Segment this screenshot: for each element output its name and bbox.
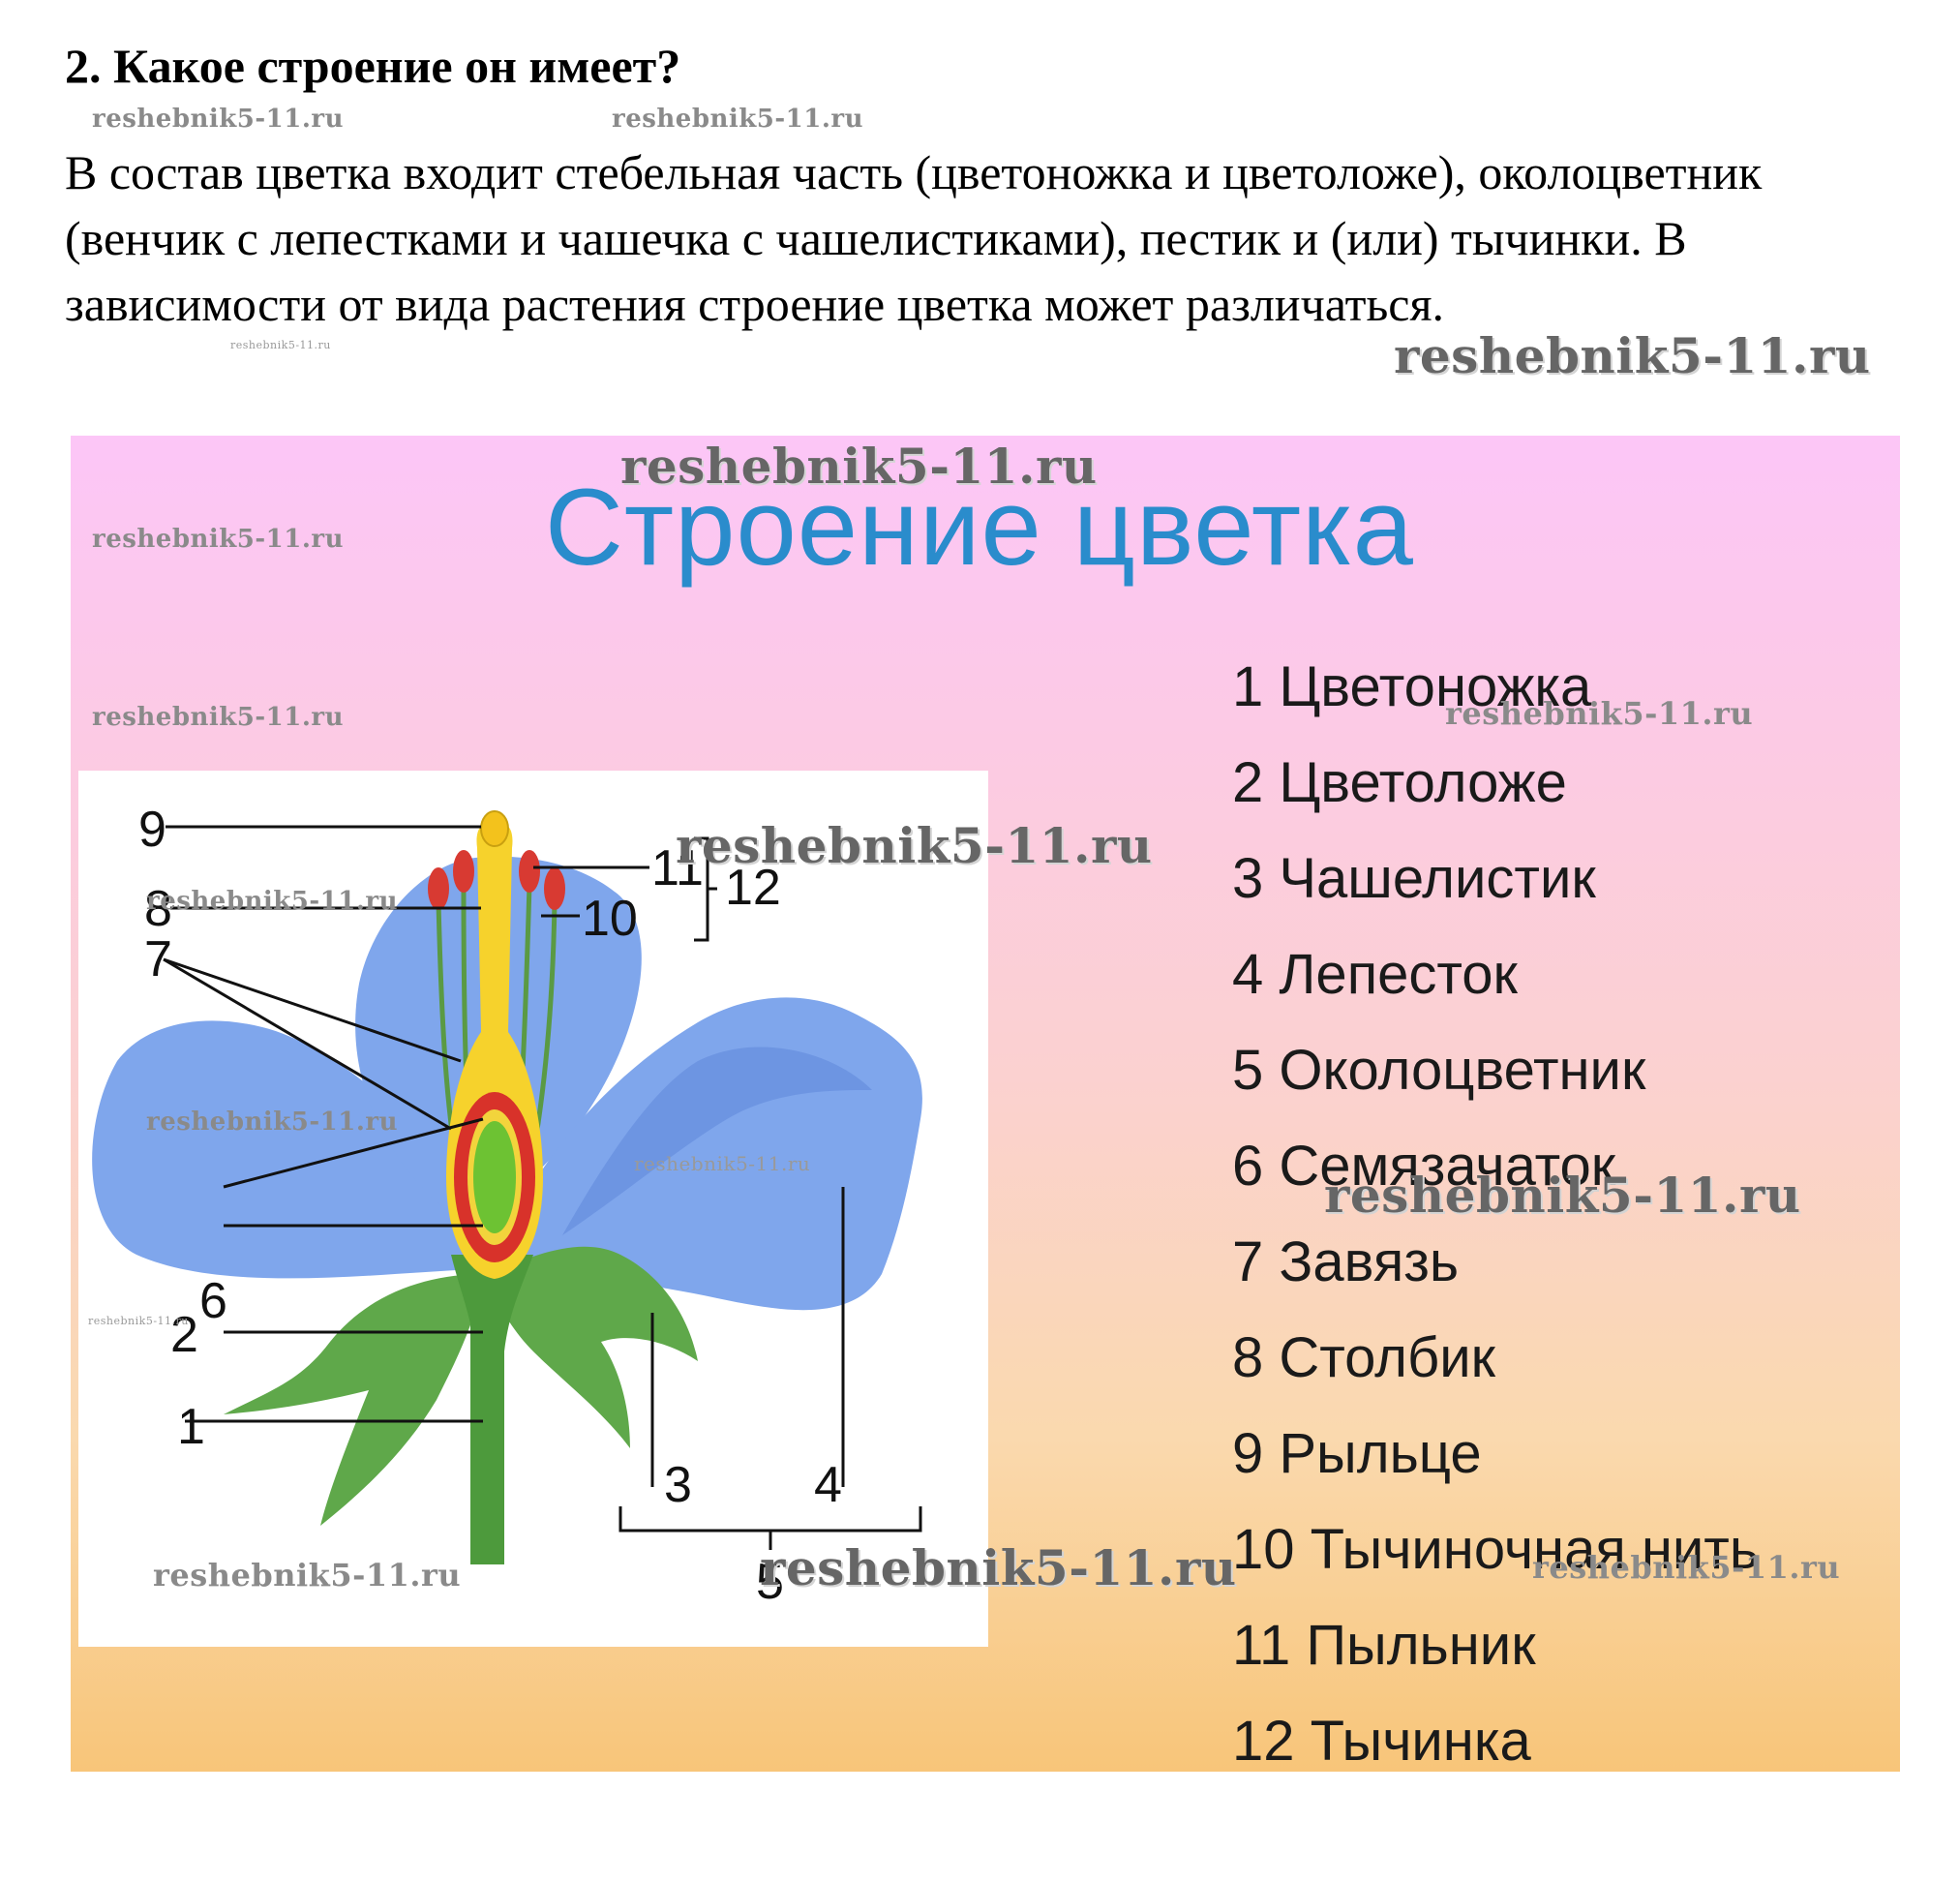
structure-legend: 1 Цветоножка 2 Цветоложе 3 Чашелистик 4 … — [1232, 639, 1759, 1772]
diagram-label: 8 — [144, 881, 172, 937]
receptacle — [451, 1255, 533, 1351]
diagram-label: 12 — [725, 860, 781, 916]
legend-item: 9 Рыльце — [1232, 1422, 1482, 1485]
diagram-label: 5 — [756, 1554, 784, 1610]
watermark: reshebnik5-11.ru — [92, 703, 345, 732]
stigma — [480, 810, 509, 847]
anther — [428, 867, 449, 910]
question-title: 2. Какое строение он имеет? — [65, 39, 681, 93]
watermark: reshebnik5-11.ru — [88, 1315, 189, 1327]
watermark: reshebnik5-11.ru — [153, 1557, 462, 1594]
watermark: reshebnik5-11.ru — [1532, 1549, 1841, 1586]
legend-item: 8 Столбик — [1232, 1326, 1495, 1389]
legend-item: 1 Цветоножка — [1232, 655, 1592, 718]
diagram-label: 10 — [582, 891, 638, 947]
legend-item: 6 Семязачаток — [1232, 1135, 1616, 1198]
anther — [544, 867, 565, 910]
diagram-label: 11 — [651, 840, 704, 896]
legend-item: 7 Завязь — [1232, 1230, 1460, 1293]
watermark: reshebnik5-11.ru — [634, 1152, 811, 1175]
watermark: reshebnik5-11.ru — [1445, 695, 1754, 732]
legend-item: 10 Тычиночная нить — [1232, 1518, 1760, 1581]
flower-structure-slide: Строение цветка 1 Цветоножка 2 Цветоложе… — [71, 436, 1900, 1772]
watermark: reshebnik5-11.ru — [230, 339, 331, 351]
flower-diagram: 9 8 7 6 2 1 11 12 10 3 4 5 — [78, 771, 988, 1647]
legend-item: 5 Околоцветник — [1232, 1039, 1646, 1102]
legend-item: 4 Лепесток — [1232, 943, 1518, 1006]
watermark: reshebnik5-11.ru — [92, 105, 345, 134]
flower-diagram-svg: 9 8 7 6 2 1 11 12 10 3 4 5 — [92, 802, 922, 1610]
watermark: reshebnik5-11.ru — [620, 438, 1098, 495]
watermark: reshebnik5-11.ru — [612, 105, 864, 134]
watermark: reshebnik5-11.ru — [92, 525, 345, 554]
diagram-label: 6 — [199, 1273, 227, 1329]
ovule — [473, 1121, 516, 1233]
leader-line — [163, 957, 452, 1131]
anther — [519, 850, 540, 893]
watermark: reshebnik5-11.ru — [676, 817, 1153, 874]
diagram-label: 2 — [170, 1307, 198, 1363]
diagram-label: 7 — [144, 931, 172, 987]
diagram-label: 4 — [814, 1457, 842, 1513]
diagram-label: 9 — [138, 802, 166, 858]
diagram-label: 3 — [664, 1457, 692, 1513]
legend-item: 12 Тычинка — [1232, 1710, 1531, 1772]
watermark: reshebnik5-11.ru — [1394, 327, 1871, 384]
petal-shadow — [562, 1047, 872, 1235]
diagram-label: 1 — [177, 1399, 205, 1455]
leader-lines — [163, 825, 922, 1550]
anther — [453, 850, 474, 893]
leader-line — [163, 957, 462, 1063]
slide-title: Строение цветка — [545, 467, 1414, 588]
sepal-right — [490, 1246, 698, 1448]
watermark: reshebnik5-11.ru — [146, 887, 399, 916]
legend-item: 11 Пыльник — [1232, 1614, 1536, 1677]
watermark: reshebnik5-11.ru — [146, 1108, 399, 1137]
petal-left — [92, 1020, 475, 1279]
watermark: reshebnik5-11.ru — [760, 1539, 1237, 1596]
watermark: reshebnik5-11.ru — [1324, 1167, 1801, 1224]
answer-text: В состав цветка входит стебельная часть … — [65, 145, 1763, 331]
sepal-left — [224, 1274, 485, 1526]
legend-item: 2 Цветоложе — [1232, 751, 1567, 814]
leader-line — [223, 1117, 484, 1189]
legend-item: 3 Чашелистик — [1232, 847, 1596, 910]
